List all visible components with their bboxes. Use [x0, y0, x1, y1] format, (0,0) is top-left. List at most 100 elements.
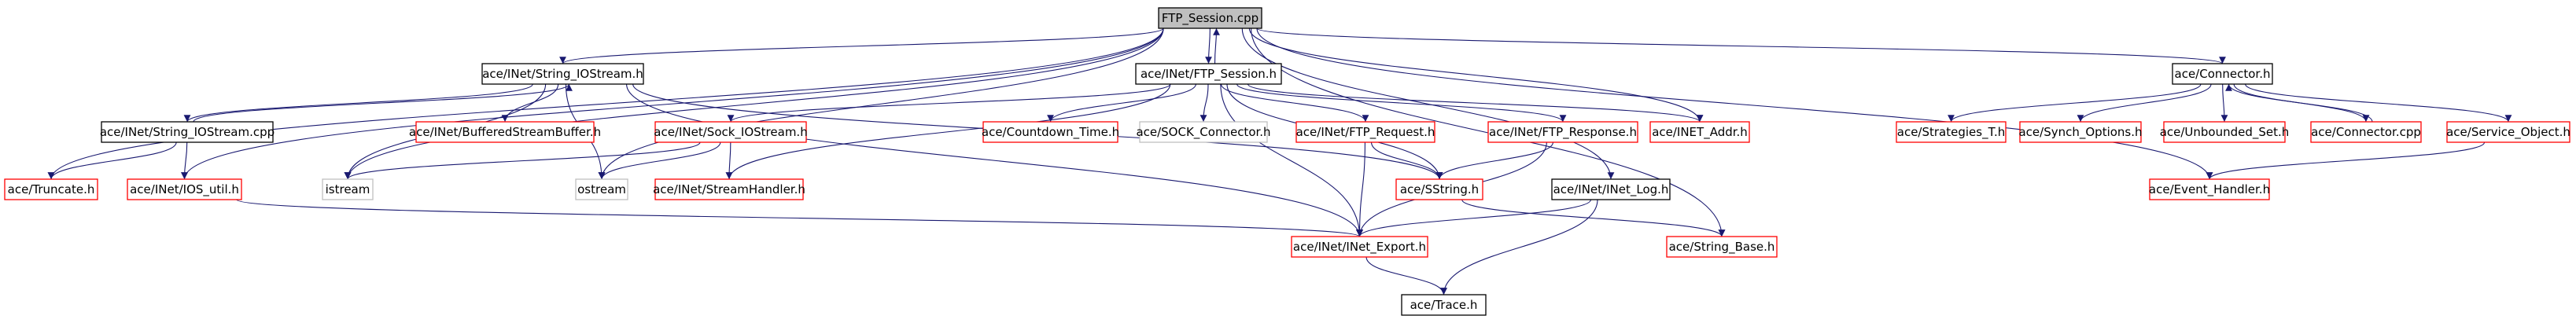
node-box: [1135, 63, 1282, 85]
edge-strio-h-to-inetexp-h: [625, 83, 1363, 237]
node-box: [322, 178, 374, 200]
node-sh-h[interactable]: ace/INet/StreamHandler.h: [653, 178, 805, 200]
edge-ftpresp-h-to-sstring-h: [1435, 141, 1553, 180]
edge-strio-cpp-to-trunc-h: [47, 141, 177, 180]
node-label: ace/INet/FTP_Response.h: [1489, 125, 1637, 140]
edge-ftps-h-to-sockconn-h: [1200, 83, 1209, 123]
node-strbase-h[interactable]: ace/String_Base.h: [1666, 236, 1778, 258]
node-strat-h[interactable]: ace/Strategies_T.h: [1896, 121, 2007, 143]
node-synch-h[interactable]: ace/Synch_Options.h: [2018, 121, 2143, 143]
edge-ftps-h-to-ftpreq-h: [1220, 83, 1369, 123]
node-bsb-h[interactable]: ace/INet/BufferedStreamBuffer.h: [409, 121, 601, 143]
node-sockio-h[interactable]: ace/INet/Sock_IOStream.h: [654, 121, 808, 143]
node-label: ace/Event_Handler.h: [2149, 182, 2270, 197]
node-iosutil-h[interactable]: ace/INet/IOS_util.h: [127, 178, 242, 200]
edge-inetlog-h-to-trace-h: [1440, 199, 1598, 295]
node-svcobj-h[interactable]: ace/Service_Object.h: [2446, 121, 2570, 143]
edge-conn-h-to-synch-h: [2077, 83, 2212, 123]
node-box: [1551, 178, 1671, 200]
node-box: [654, 121, 807, 143]
node-label: ace/Strategies_T.h: [1897, 125, 2005, 140]
edge-root-to-inetlog-h: [1241, 28, 1615, 180]
node-cdt-h[interactable]: ace/Countdown_Time.h: [982, 121, 1119, 143]
node-conn-h[interactable]: ace/Connector.h: [2172, 63, 2273, 85]
edge-root-to-strio-h: [559, 28, 1164, 64]
edge-strio-cpp-to-strio-h: [193, 83, 573, 123]
node-inetexp-h[interactable]: ace/INet/INet_Export.h: [1291, 236, 1428, 258]
node-box: [1395, 178, 1483, 200]
edge-root-to-istream: [344, 28, 1164, 180]
edge-ftps-h-to-ftpresp-h: [1236, 83, 1567, 123]
node-root[interactable]: FTP_Session.cpp: [1158, 7, 1262, 29]
node-label: ace/Countdown_Time.h: [982, 125, 1119, 140]
node-label: ace/INet/INet_Log.h: [1553, 182, 1669, 197]
node-label: ace/INet/FTP_Session.h: [1141, 67, 1277, 82]
node-ostream: ostream: [575, 178, 628, 200]
edge-strio-h-to-strio-cpp: [183, 83, 533, 123]
node-box: [575, 178, 628, 200]
edge-conn-cpp-to-conn-h: [2225, 83, 2373, 123]
node-box: [1401, 294, 1487, 316]
node-strio-cpp[interactable]: ace/INet/String_IOStream.cpp: [100, 121, 275, 143]
edge-inetlog-h-to-inetexp-h: [1356, 199, 1591, 237]
node-trace-h[interactable]: ace/Trace.h: [1401, 294, 1487, 316]
node-box: [1487, 121, 1638, 143]
edge-strio-cpp-to-iosutil-h: [181, 141, 188, 180]
node-evh-h[interactable]: ace/Event_Handler.h: [2149, 178, 2270, 200]
edge-conn-h-to-strat-h: [1948, 83, 2202, 123]
node-label: ostream: [577, 182, 626, 196]
node-label: ace/String_Base.h: [1669, 240, 1775, 255]
node-label: ace/INet/String_IOStream.h: [482, 67, 643, 82]
node-box: [2019, 121, 2142, 143]
node-label: ace/INet/String_IOStream.cpp: [100, 125, 275, 140]
node-ftpresp-h[interactable]: ace/INet/FTP_Response.h: [1487, 121, 1638, 143]
edge-root-to-iosutil-h: [181, 28, 1164, 180]
node-label: ace/Connector.h: [2175, 67, 2271, 81]
node-label: ace/Synch_Options.h: [2018, 125, 2142, 140]
edge-ftps-h-to-sh-h: [725, 83, 1171, 180]
node-label: ace/INET_Addr.h: [1652, 125, 1748, 140]
node-label: ace/INet/StreamHandler.h: [653, 182, 805, 196]
edge-root-to-ostream: [598, 28, 1164, 180]
node-box: [1158, 7, 1262, 29]
edge-ftps-h-to-inetaddr-h: [1247, 83, 1704, 123]
node-box: [654, 178, 804, 200]
node-label: ace/Truncate.h: [8, 182, 95, 196]
node-box: [4, 178, 98, 200]
edge-ftpreq-h-to-inetexp-h: [1356, 141, 1365, 237]
edge-iosutil-h-to-inetexp-h: [236, 199, 1363, 237]
node-label: istream: [326, 182, 370, 196]
node-box: [1649, 121, 1750, 143]
node-ftpreq-h[interactable]: ace/INet/FTP_Request.h: [1295, 121, 1435, 143]
node-label: ace/Service_Object.h: [2446, 125, 2570, 140]
edge-sockio-h-to-istream: [344, 141, 701, 180]
node-box: [415, 121, 595, 143]
node-ftps-h[interactable]: ace/INet/FTP_Session.h: [1135, 63, 1282, 85]
edge-root-to-conn-h: [1256, 28, 2226, 64]
edge-inetexp-h-to-trace-h: [1365, 256, 1447, 295]
edge-sockio-h-to-ostream: [598, 141, 721, 180]
edge-root-to-trunc-h: [47, 28, 1164, 180]
node-label: ace/INet/INet_Export.h: [1293, 240, 1426, 255]
edge-root-to-inetaddr-h: [1248, 28, 1704, 123]
node-conn-cpp[interactable]: ace/Connector.cpp: [2310, 121, 2422, 143]
node-box: [2446, 121, 2570, 143]
edge-conn-h-to-unb-h: [2220, 83, 2228, 123]
node-trunc-h[interactable]: ace/Truncate.h: [4, 178, 98, 200]
node-strio-h[interactable]: ace/INet/String_IOStream.h: [481, 63, 644, 85]
node-label: ace/SOCK_Connector.h: [1136, 125, 1270, 140]
node-box: [1896, 121, 2007, 143]
node-box: [1666, 236, 1778, 258]
node-box: [101, 121, 274, 143]
node-inetlog-h[interactable]: ace/INet/INet_Log.h: [1551, 178, 1671, 200]
node-inetaddr-h[interactable]: ace/INET_Addr.h: [1649, 121, 1750, 143]
node-box: [127, 178, 242, 200]
node-unb-h[interactable]: ace/Unbounded_Set.h: [2160, 121, 2290, 143]
edge-ftpreq-h-to-sstring-h: [1370, 141, 1443, 180]
node-box: [2172, 63, 2273, 85]
edge-ftps-h-to-cdt-h: [1047, 83, 1196, 123]
node-sstring-h[interactable]: ace/SString.h: [1395, 178, 1483, 200]
node-label: ace/INet/BufferedStreamBuffer.h: [409, 125, 601, 139]
edge-sstring-h-to-strbase-h: [1461, 199, 1726, 237]
